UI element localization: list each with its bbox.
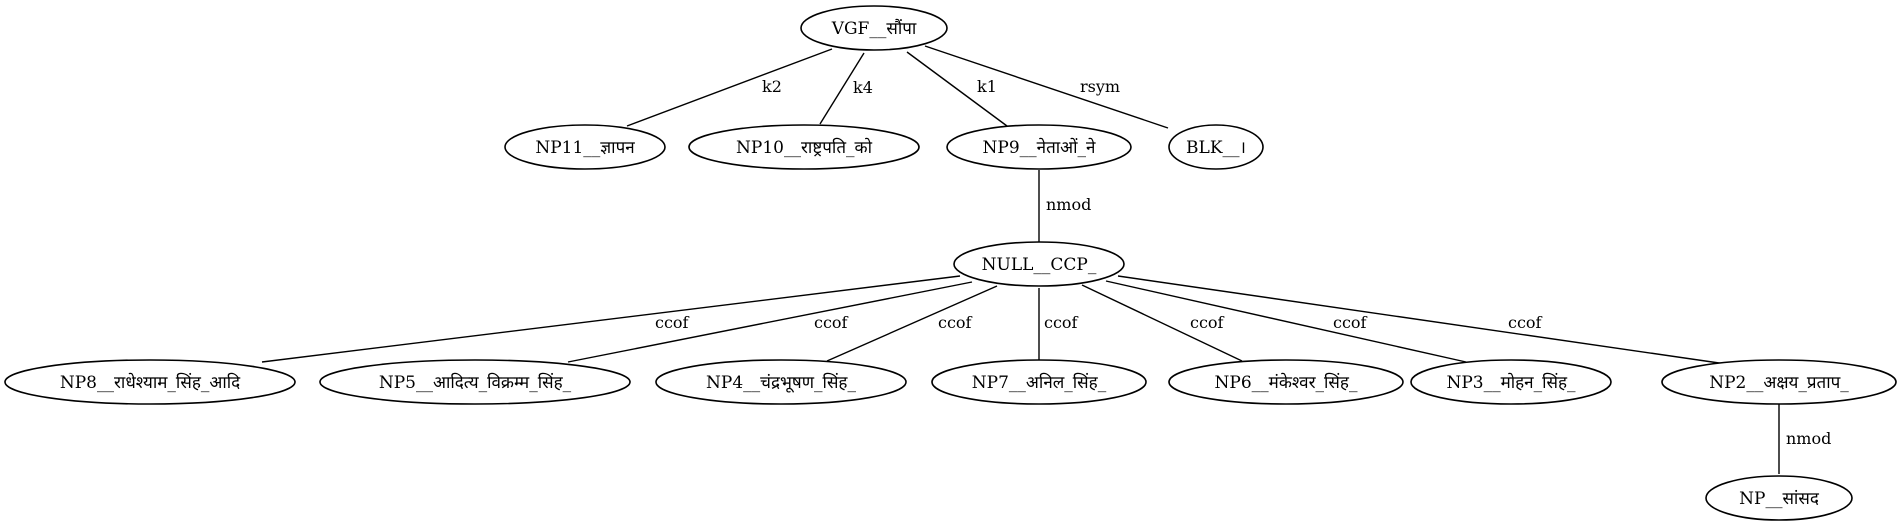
node-np4: NP4__चंद्रभूषण_सिंह_ <box>655 359 907 405</box>
node-label: NP11__ज्ञापन <box>535 138 635 158</box>
node-label: NP6__मंकेश्वर_सिंह_ <box>1215 372 1358 393</box>
edge-null-np8: ccof <box>261 275 961 363</box>
node-np11: NP11__ज्ञापन <box>504 124 666 170</box>
node-label: NP7__अनिल_सिंह_ <box>972 372 1107 393</box>
edge-vgf-np11: k2 <box>626 48 833 127</box>
edge-label-rsym: rsym <box>1080 77 1120 96</box>
node-vgf: VGF__सौंपा <box>800 5 948 51</box>
edge-label-nmod: nmod <box>1786 429 1831 448</box>
edge-label-k2: k2 <box>762 77 782 96</box>
edge-label-ccof: ccof <box>1190 313 1225 332</box>
edge-null-np4: ccof <box>826 285 998 362</box>
edge-label-ccof: ccof <box>938 313 973 332</box>
node-label: NP3__मोहन_सिंह_ <box>1446 372 1576 393</box>
node-label: VGF__सौंपा <box>831 18 917 39</box>
node-label: NP8__राधेश्याम_सिंह_आदि <box>60 372 241 393</box>
node-label: NP9__नेताओं_ने <box>983 137 1097 158</box>
edge-label-ccof: ccof <box>655 313 690 332</box>
edge-np2-np: nmod <box>1778 400 1831 474</box>
edge-np9-null: nmod <box>1038 170 1091 242</box>
node-label: NP2__अक्षय_प्रताप_ <box>1709 373 1849 393</box>
edge-null-np3: ccof <box>1105 280 1467 363</box>
node-label: NP4__चंद्रभूषण_सिंह_ <box>706 372 856 393</box>
edge-label-k1: k1 <box>977 77 997 96</box>
node-label: NP__सांसद <box>1739 489 1820 509</box>
node-np7: NP7__अनिल_सिंह_ <box>931 359 1147 405</box>
edge-null-np2: ccof <box>1117 275 1727 365</box>
edge-vgf-np9: k1 <box>906 51 1008 127</box>
edge-label-nmod: nmod <box>1046 195 1091 214</box>
edge-label-ccof: ccof <box>1333 313 1368 332</box>
node-np10: NP10__राष्ट्रपति_को <box>688 124 920 170</box>
edge-vgf-np10: k4 <box>819 52 873 125</box>
node-blk: BLK__। <box>1168 124 1264 170</box>
node-np8: NP8__राधेश्याम_सिंह_आदि <box>4 359 296 405</box>
node-np6: NP6__मंकेश्वर_सिंह_ <box>1168 359 1404 405</box>
edge-label-ccof: ccof <box>1508 313 1543 332</box>
node-label: BLK__। <box>1186 138 1246 158</box>
node-label: NP10__राष्ट्रपति_को <box>736 137 873 158</box>
node-null-ccp: NULL__CCP_ <box>953 241 1125 287</box>
node-label: NULL__CCP_ <box>982 255 1097 275</box>
edge-null-np7: ccof <box>1038 288 1079 360</box>
node-np9: NP9__नेताओं_ने <box>946 124 1132 170</box>
edge-null-np6: ccof <box>1081 284 1243 362</box>
node-np5: NP5__आदित्य_विक्रम्म_सिंह_ <box>319 359 631 405</box>
node-label: NP5__आदित्य_विक्रम्म_सिंह_ <box>379 372 572 393</box>
edge-label-ccof: ccof <box>1044 313 1079 332</box>
edge-vgf-blk: rsym <box>924 45 1169 129</box>
node-np2: NP2__अक्षय_प्रताप_ <box>1661 359 1897 405</box>
edge-label-k4: k4 <box>853 78 873 97</box>
node-np3: NP3__मोहन_सिंह_ <box>1410 359 1612 405</box>
node-np-sansad: NP__सांसद <box>1705 475 1853 521</box>
edge-label-ccof: ccof <box>814 313 849 332</box>
edge-null-np5: ccof <box>567 281 973 363</box>
